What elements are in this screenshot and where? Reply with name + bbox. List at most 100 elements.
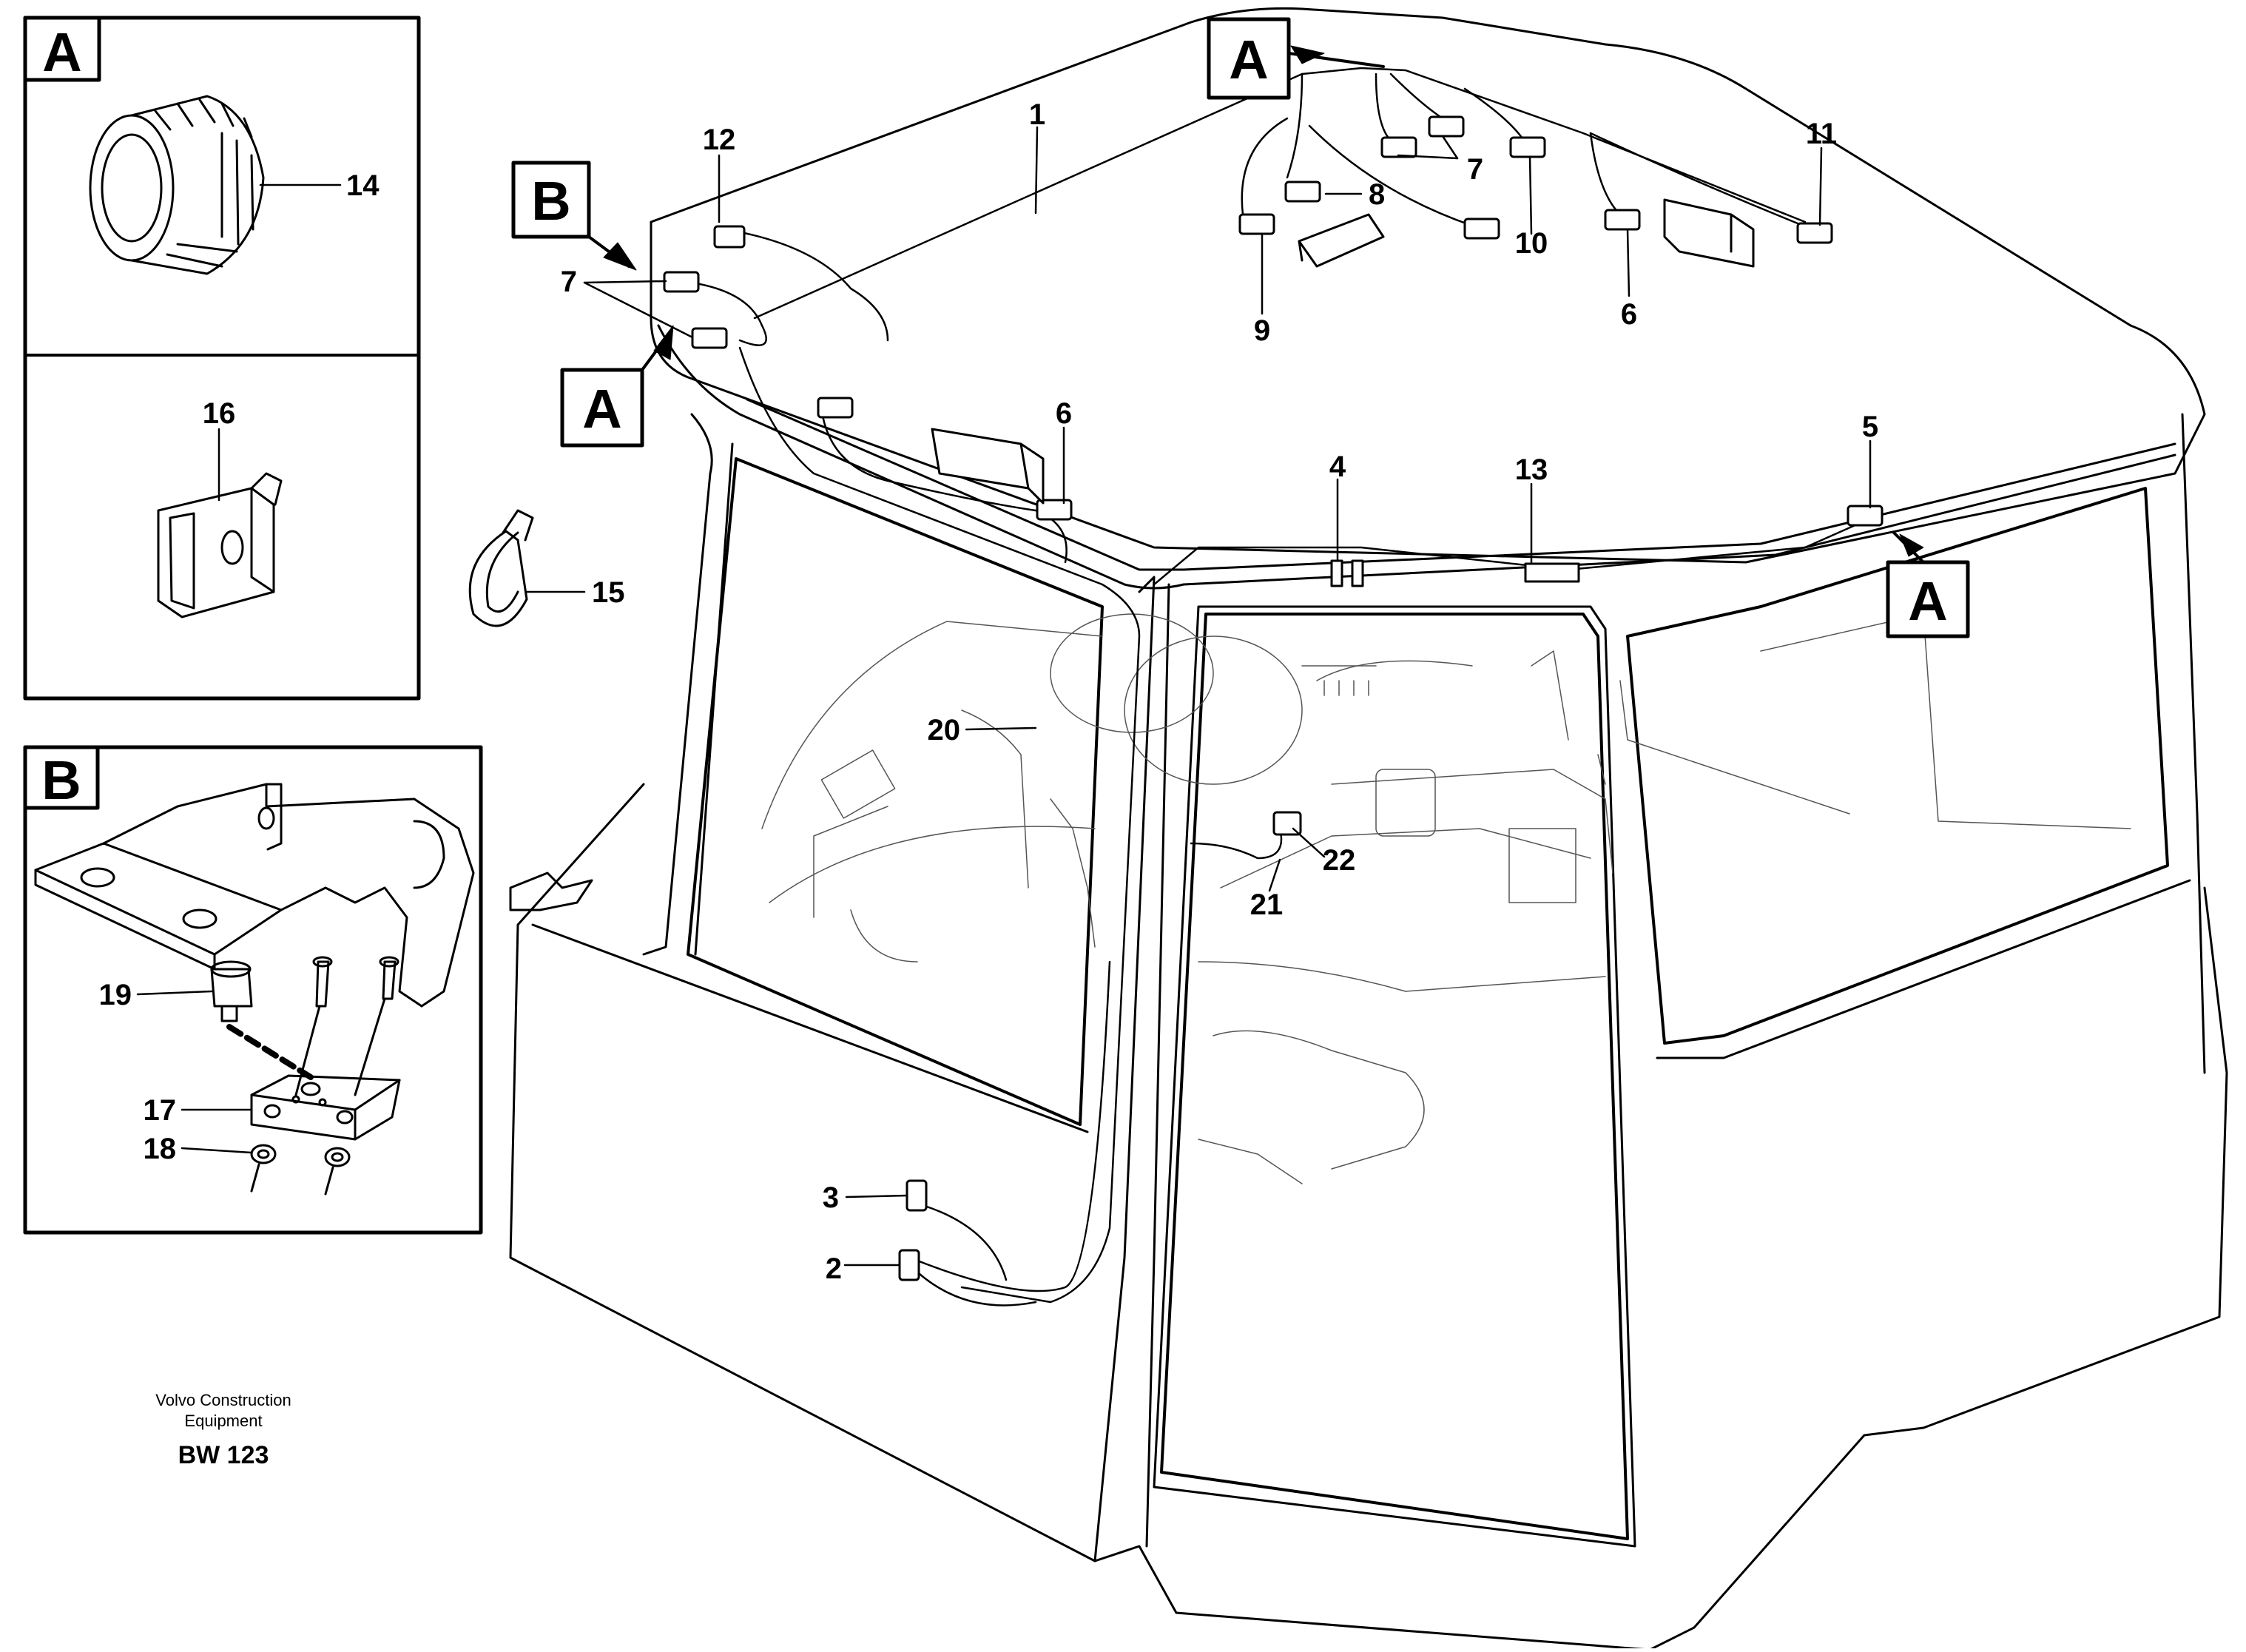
- front-harness: [1153, 516, 1873, 586]
- marker-a-left: A: [560, 325, 674, 448]
- marker-a-right-label: A: [1908, 570, 1947, 632]
- harness-connector-2: [908, 1264, 1037, 1307]
- connector-12: [713, 225, 746, 249]
- callout-3: 3: [823, 1181, 839, 1214]
- detail-box-a: A: [23, 16, 421, 701]
- left-lower-panel: [531, 923, 1089, 1133]
- detail-box-a-label: A: [42, 21, 81, 83]
- dashed-guide: [226, 1024, 314, 1080]
- main-harness-left: [738, 346, 1141, 1304]
- callout-21: 21: [1250, 889, 1284, 921]
- roof-lower-edge: [657, 324, 2176, 590]
- callout-labels: 1 2 3 4 5 6 6 7 7 8 9 10 11 12 13 14 15 …: [99, 98, 1879, 1285]
- harness-interior-21: [1190, 827, 1283, 860]
- right-rear-post: [2181, 413, 2206, 1074]
- brand-line-2: Equipment: [184, 1412, 262, 1430]
- part-14-nut: [89, 95, 265, 275]
- right-window: [1626, 487, 2169, 1045]
- connector-6-right: [1604, 209, 1641, 231]
- connector-roof-mid: [1463, 218, 1500, 240]
- harness-branch-roof-7b: [1389, 73, 1444, 120]
- callout-15: 15: [592, 576, 625, 609]
- connector-roof-left: [817, 397, 854, 419]
- harness-branch-7-left: [679, 280, 767, 346]
- left-side-body: [509, 783, 2228, 1651]
- roof-outline: [650, 7, 2206, 564]
- drawing-code: BW 123: [178, 1441, 269, 1469]
- connector-7-roof-a: [1380, 136, 1417, 158]
- callout-19: 19: [99, 979, 132, 1011]
- connector-4b: [1351, 559, 1364, 587]
- connector-7-upper: [663, 271, 700, 293]
- marker-a-top: A: [1207, 17, 1385, 100]
- detail-b-leaders: [136, 990, 253, 1154]
- callout-13: 13: [1515, 454, 1548, 486]
- left-post: [642, 413, 713, 956]
- marker-b-left: B: [511, 161, 637, 271]
- front-door-frame: [1153, 605, 1636, 1548]
- connector-10: [1509, 136, 1546, 158]
- marker-b-left-label: B: [531, 170, 570, 232]
- harness-lower-left: [908, 960, 1111, 1292]
- bracket-assembly: [34, 783, 475, 1008]
- left-window: [687, 457, 1104, 1126]
- callout-6-left: 6: [1056, 397, 1072, 430]
- harness-branch-6-left: [820, 405, 1068, 564]
- callout-16: 16: [203, 397, 236, 430]
- callout-20: 20: [928, 714, 961, 746]
- callout-5: 5: [1862, 411, 1878, 443]
- callout-1: 1: [1029, 98, 1045, 131]
- callout-9: 9: [1254, 314, 1270, 347]
- callout-2: 2: [826, 1253, 842, 1285]
- main-harness-roof: [753, 67, 1807, 320]
- connector-6-left: [1036, 499, 1073, 521]
- harness-connector-3: [923, 1204, 1008, 1281]
- connector-13: [1524, 562, 1580, 583]
- connector-3: [906, 1179, 928, 1212]
- footer: Volvo Construction Equipment BW 123: [155, 1391, 291, 1469]
- roof-rim: [746, 398, 2176, 571]
- connectors: [663, 115, 1884, 1281]
- wiring-harness: [679, 67, 1873, 1307]
- mirror-bracket: [509, 871, 593, 911]
- connector-7-lower: [691, 327, 728, 349]
- connector-8: [1284, 181, 1321, 203]
- callout-12: 12: [703, 124, 736, 156]
- connector-7-roof-b: [1428, 115, 1465, 138]
- part-18-nuts: [250, 1144, 351, 1196]
- harness-branch-roof-9: [1241, 117, 1289, 216]
- callout-4: 4: [1329, 451, 1346, 483]
- section-markers: A B A A: [511, 17, 1970, 638]
- detail-box-b: B: [23, 745, 483, 1235]
- harness-branch-roof-10: [1463, 87, 1525, 142]
- part-19-plug: [210, 960, 253, 1022]
- marker-a-left-label: A: [582, 378, 621, 439]
- control-unit-right: [1663, 198, 1755, 268]
- marker-a-right: A: [1886, 531, 1970, 638]
- detail-box-b-label: B: [41, 749, 81, 811]
- harness-branch-roof-8: [1286, 73, 1304, 179]
- brand-line-1: Volvo Construction: [155, 1391, 291, 1409]
- connector-2: [898, 1249, 920, 1281]
- harness-branch-roof-11: [1589, 132, 1814, 231]
- part-17-nut-plate: [250, 1074, 401, 1141]
- harness-branch-roof-7a: [1375, 73, 1392, 142]
- callout-7-top: 7: [1467, 153, 1483, 186]
- callout-22: 22: [1323, 844, 1356, 877]
- part-15-cable-tie: [468, 509, 586, 627]
- harness-branch-12: [724, 228, 889, 342]
- callout-10: 10: [1515, 227, 1548, 260]
- cab-body: [509, 7, 2228, 1651]
- callout-6-right: 6: [1621, 298, 1637, 331]
- callout-7-left: 7: [561, 266, 577, 298]
- callout-11: 11: [1806, 118, 1837, 150]
- connector-5: [1847, 505, 1884, 527]
- front-left-pillar: [1093, 576, 1156, 1562]
- connector-11: [1796, 222, 1833, 244]
- callout-18: 18: [144, 1133, 177, 1165]
- callout-14: 14: [346, 169, 380, 202]
- leader-lines: [583, 126, 1872, 1267]
- connector-4a: [1330, 559, 1343, 587]
